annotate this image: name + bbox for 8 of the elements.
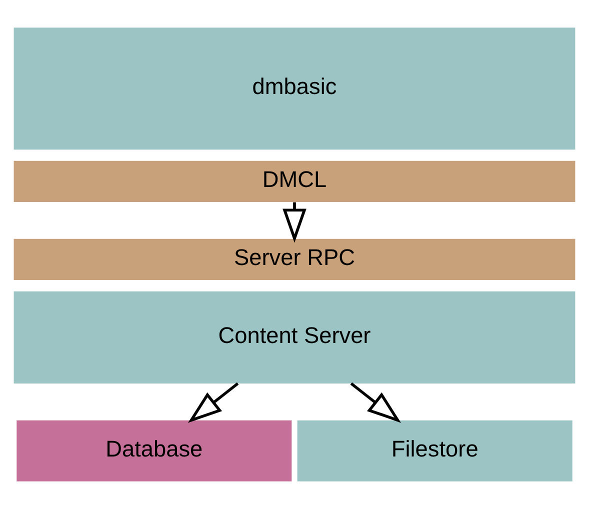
node-box: Database bbox=[16, 420, 292, 481]
arrow bbox=[350, 382, 402, 422]
node-box: Server RPC bbox=[14, 238, 576, 280]
node-box: DMCL bbox=[14, 160, 576, 202]
node-box: Content Server bbox=[14, 290, 576, 383]
node-box: Filestore bbox=[297, 420, 572, 481]
node-box: dmbasic bbox=[14, 27, 576, 150]
arrow bbox=[188, 382, 239, 422]
